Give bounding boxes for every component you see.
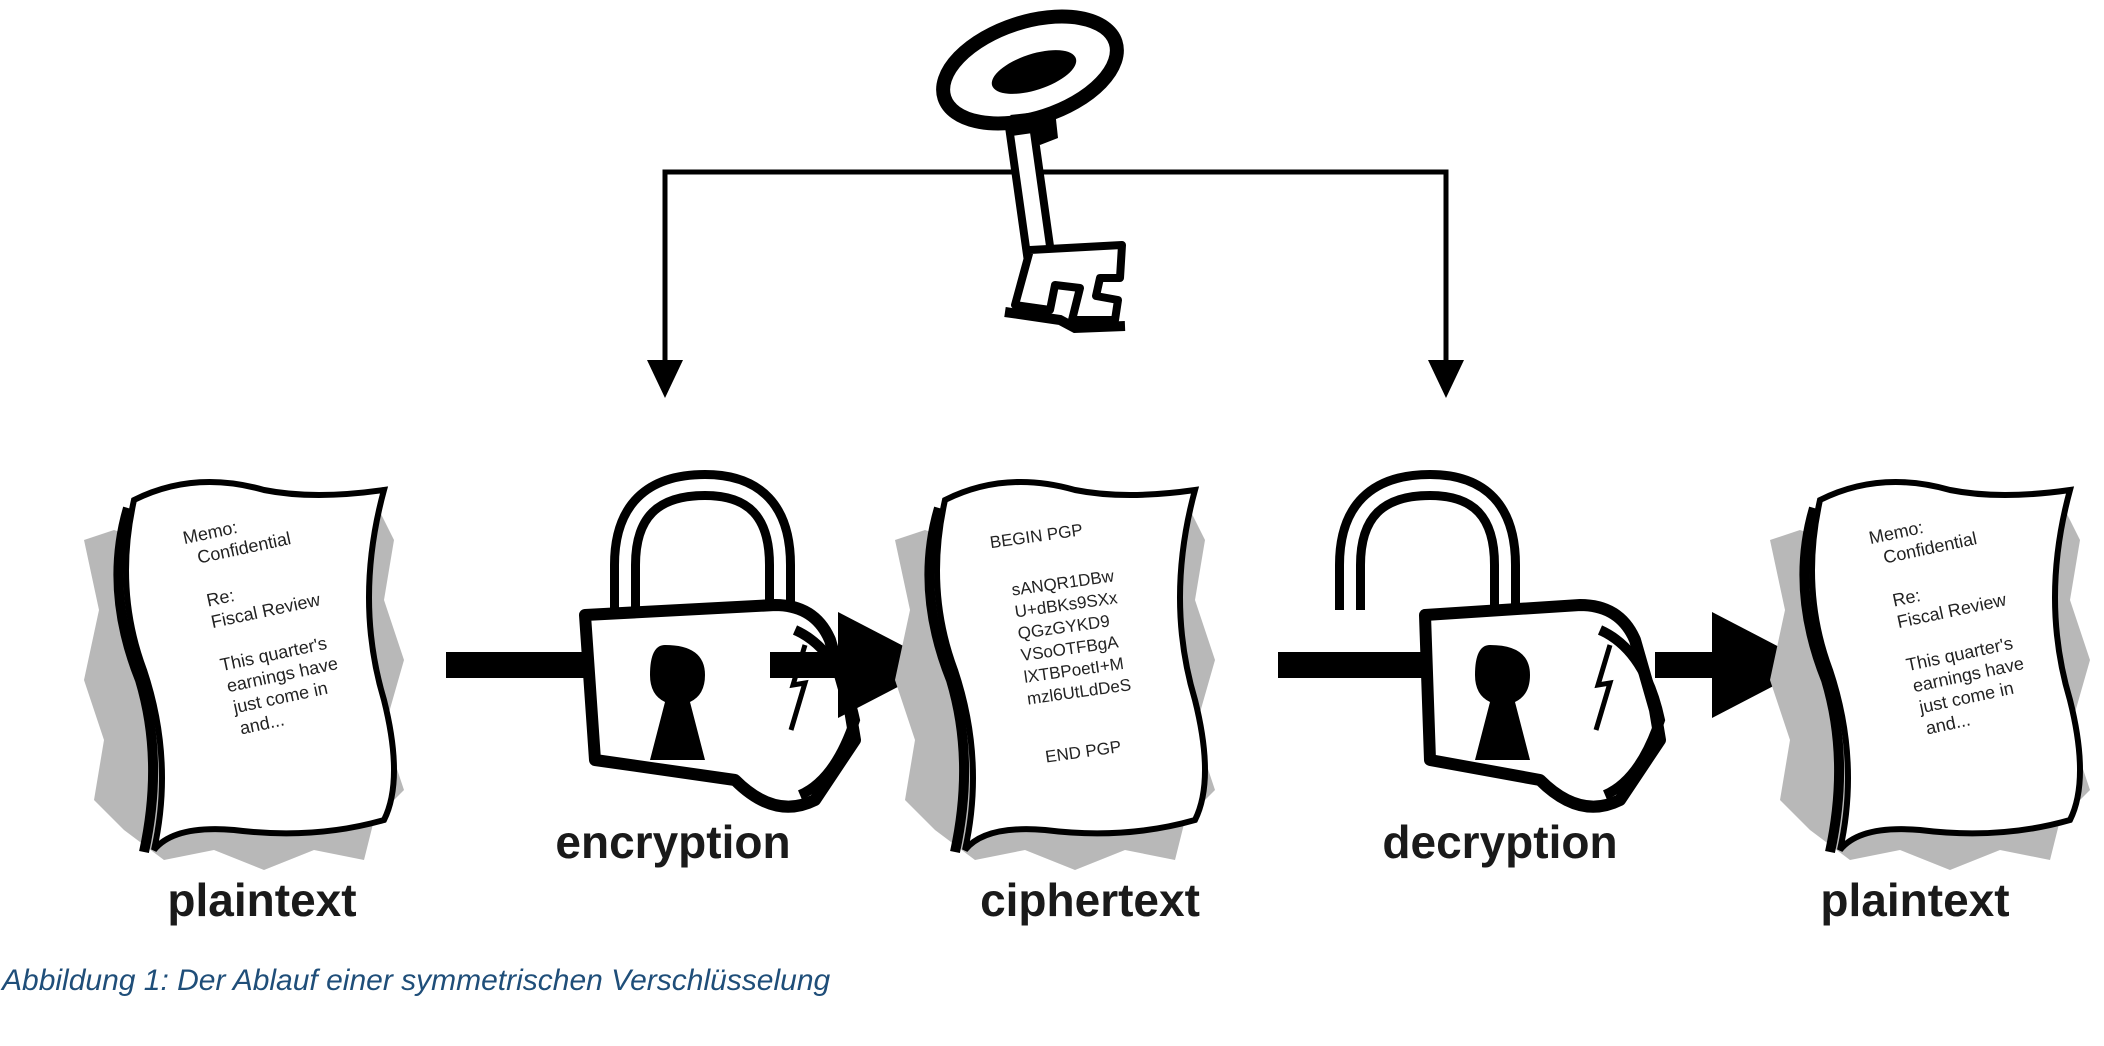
label-ciphertext: ciphertext — [980, 874, 1200, 926]
locked-padlock-icon — [579, 469, 861, 813]
flow-arrow-bar-1 — [446, 652, 586, 678]
ciphertext-document-icon: BEGIN PGP sANQR1DBw U+dBKs9SXx QGzGYKD9 … — [895, 479, 1215, 870]
arrowhead-to-decryption-icon — [1428, 360, 1464, 398]
label-plaintext-left: plaintext — [167, 874, 356, 926]
label-plaintext-right: plaintext — [1820, 874, 2009, 926]
unlocked-padlock-icon — [1335, 469, 1666, 813]
flow-arrowhead-4 — [1712, 612, 1814, 718]
label-encryption: encryption — [555, 816, 790, 868]
flow-arrow-bar-3 — [1278, 652, 1428, 678]
figure-caption: Abbildung 1: Der Ablauf einer symmetrisc… — [2, 964, 831, 997]
key-branch-arrows — [662, 169, 1449, 370]
document-page — [934, 479, 1208, 853]
document-page — [123, 479, 397, 853]
flow-arrow-bar-4 — [1655, 652, 1715, 678]
flow-arrowhead-2 — [838, 612, 940, 718]
flow-arrow-bar-2 — [770, 652, 840, 678]
label-decryption: decryption — [1382, 816, 1617, 868]
arrowhead-to-encryption-icon — [647, 360, 683, 398]
plaintext-document-right-icon: Memo: Confidential Re: Fiscal Review Thi… — [1770, 479, 2090, 870]
document-page — [1809, 479, 2083, 853]
key-icon — [936, 9, 1126, 334]
plaintext-document-left-icon: Memo: Confidential Re: Fiscal Review Thi… — [84, 479, 404, 870]
